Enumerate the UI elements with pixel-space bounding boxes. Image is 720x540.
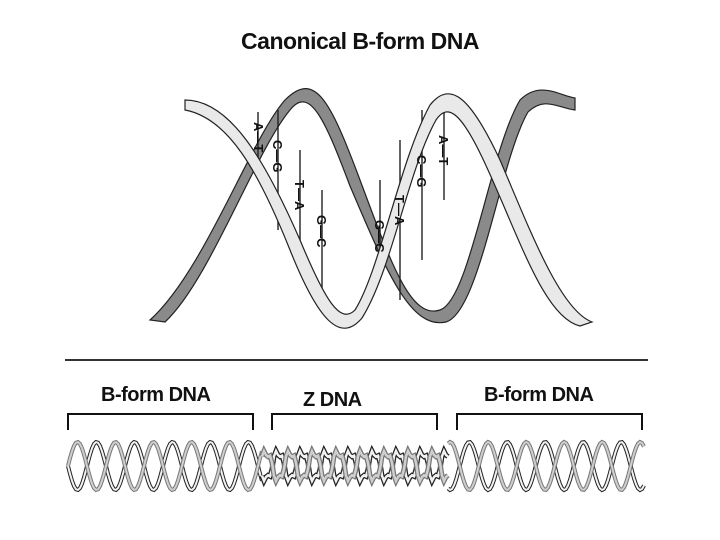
front-strand — [184, 93, 594, 329]
segment-label-z-dna: Z DNA — [303, 389, 362, 411]
b-form-helix-right — [446, 439, 646, 493]
helix-strand — [447, 440, 645, 491]
base-pair-label: G—C — [314, 215, 329, 248]
bottom-helices — [66, 439, 646, 493]
base-pair-label: G—C — [372, 220, 387, 253]
helix-strand — [260, 447, 449, 485]
base-pair-label: A—T — [436, 135, 451, 165]
segment-label-b-form-left: B-form DNA — [101, 384, 211, 406]
b-form-helix-left — [66, 439, 264, 493]
base-pair-labels-right: A—T C—G T—A G—C — [372, 135, 451, 253]
main-helix: A—T C—G T—A G—C A—T C—G T—A G—C — [148, 88, 594, 329]
bracket-z-dna — [271, 413, 438, 430]
diagram-title: Canonical B-form DNA — [241, 28, 479, 54]
segment-brackets — [67, 413, 643, 430]
bracket-b-form-right — [456, 413, 643, 430]
bracket-b-form-left — [67, 413, 254, 430]
base-pair-rungs — [257, 100, 445, 300]
base-pair-label: A—T — [251, 122, 266, 152]
base-pair-labels-left: A—T C—G T—A G—C — [251, 122, 329, 248]
base-pair-label: C—G — [270, 140, 285, 173]
base-pair-label: T—A — [392, 195, 407, 226]
helix-strand — [67, 440, 263, 492]
helix-strand — [67, 440, 263, 492]
base-pair-label: C—G — [414, 155, 429, 188]
back-strand — [148, 88, 576, 324]
base-pair-label: T—A — [292, 180, 307, 211]
segment-label-b-form-right: B-form DNA — [484, 384, 594, 406]
z-dna-helix — [259, 444, 450, 488]
